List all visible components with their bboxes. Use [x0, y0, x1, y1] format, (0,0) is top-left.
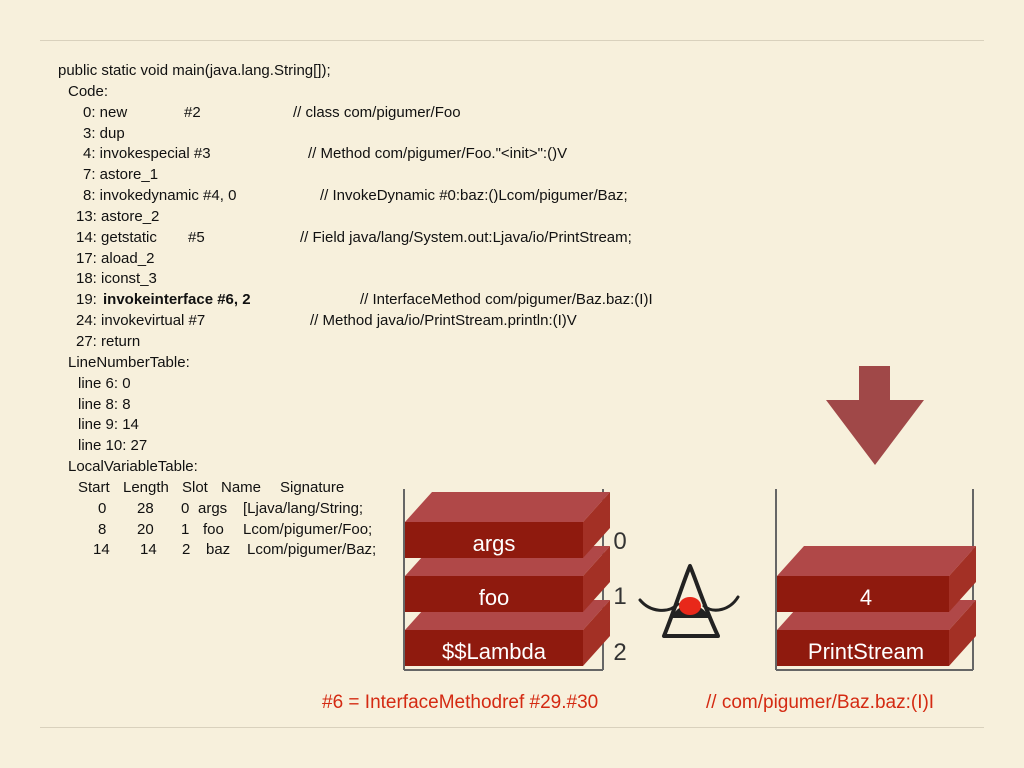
table-cell: 14	[140, 541, 157, 559]
slot-index: 2	[613, 639, 626, 666]
code-text: LocalVariableTable:	[68, 458, 198, 476]
code-comment: // InvokeDynamic #0:baz:()Lcom/pigumer/B…	[320, 187, 628, 205]
code-line: LineNumberTable:	[58, 353, 738, 374]
code-line: line 8: 8	[58, 395, 738, 416]
code-text: #5	[188, 228, 205, 246]
table-header: Name	[221, 478, 262, 496]
code-text: 17: aload_2	[76, 249, 155, 267]
code-line: 13: astore_2	[58, 207, 738, 228]
code-comment: // InterfaceMethod com/pigumer/Baz.baz:(…	[360, 291, 653, 309]
code-line: LocalVariableTable:	[58, 457, 738, 478]
table-row: 14 14 2 baz Lcom/pigumer/Baz;	[58, 540, 738, 561]
stack-block-int: 4	[777, 546, 976, 612]
code-line: 8: invokedynamic #4, 0 // InvokeDynamic …	[58, 186, 738, 207]
table-row: 8 20 1 foo Lcom/pigumer/Foo;	[58, 520, 738, 541]
table-header-row: Start Length Slot Name Signature	[58, 478, 738, 499]
code-line: 4: invokespecial #3 // Method com/pigume…	[58, 144, 738, 165]
code-text: #2	[184, 103, 201, 121]
code-comment: // class com/pigumer/Foo	[293, 103, 461, 121]
code-text: 19:	[76, 291, 97, 309]
method-signature-note: // com/pigumer/Baz.baz:(I)I	[706, 692, 935, 713]
table-cell: 28	[137, 499, 154, 517]
table-cell: Lcom/pigumer/Baz;	[247, 541, 377, 559]
table-cell: 20	[137, 520, 154, 538]
interface-methodref-note: #6 = InterfaceMethodref #29.#30	[322, 692, 599, 713]
code-line: 17: aload_2	[58, 249, 738, 270]
bytecode-listing: public static void main(java.lang.String…	[58, 61, 738, 561]
code-line: 3: dup	[58, 124, 738, 145]
code-line: 24: invokevirtual #7 // Method java/io/P…	[58, 311, 738, 332]
code-text: 13: astore_2	[76, 207, 160, 225]
code-text: 27: return	[76, 332, 141, 350]
code-text: 0: new	[83, 103, 128, 121]
code-text: line 9: 14	[78, 416, 139, 434]
code-text: line 6: 0	[78, 374, 131, 392]
code-line: 7: astore_1	[58, 165, 738, 186]
table-cell: [Ljava/lang/String;	[243, 499, 364, 517]
table-cell: 1	[181, 520, 190, 538]
code-text: line 10: 27	[78, 437, 148, 455]
table-cell: args	[198, 499, 228, 517]
table-row: 0 28 0 args [Ljava/lang/String;	[58, 499, 738, 520]
table-header: Length	[123, 478, 169, 496]
code-line: 19: invokeinterface #6, 2 // InterfaceMe…	[58, 290, 738, 311]
code-comment: // Method com/pigumer/Foo."<init>":()V	[308, 145, 568, 163]
code-comment: // Method java/io/PrintStream.println:(I…	[310, 312, 577, 330]
code-line: 14: getstatic #5 // Field java/lang/Syst…	[58, 228, 738, 249]
code-comment: // Field java/lang/System.out:Ljava/io/P…	[300, 228, 632, 246]
table-cell: 8	[98, 520, 107, 538]
code-line: 18: iconst_3	[58, 269, 738, 290]
duke-mascot-icon	[638, 564, 740, 638]
code-text: 18: iconst_3	[76, 270, 157, 288]
table-cell: foo	[203, 520, 224, 538]
highlighted-instruction: invokeinterface #6, 2	[103, 291, 251, 309]
block-label: foo	[479, 585, 510, 610]
table-cell: baz	[206, 541, 231, 559]
down-arrow-icon	[826, 366, 924, 465]
table-cell: Lcom/pigumer/Foo;	[243, 520, 373, 538]
table-header: Slot	[182, 478, 208, 496]
top-rule	[40, 40, 984, 41]
block-label: args	[473, 531, 516, 556]
code-line: line 10: 27	[58, 436, 738, 457]
table-cell: 0	[98, 499, 107, 517]
table-header: Signature	[280, 478, 345, 496]
table-header: Start	[78, 478, 110, 496]
slot-index: 0	[613, 528, 626, 555]
code-line: 27: return	[58, 332, 738, 353]
code-line: line 9: 14	[58, 415, 738, 436]
code-line: 0: new #2 // class com/pigumer/Foo	[58, 103, 738, 124]
code-text: 24: invokevirtual #7	[76, 312, 206, 330]
code-line: public static void main(java.lang.String…	[58, 61, 738, 82]
code-text: public static void main(java.lang.String…	[58, 62, 331, 79]
code-text: 3: dup	[83, 124, 125, 142]
code-text: 4: invokespecial #3	[83, 145, 211, 163]
local-block-args: args	[405, 492, 610, 558]
code-text: line 8: 8	[78, 395, 131, 413]
bottom-rule	[40, 727, 984, 728]
code-text: 14: getstatic	[76, 228, 157, 246]
code-text: Code:	[68, 82, 109, 100]
slot-index: 1	[613, 583, 626, 610]
block-label: $$Lambda	[442, 639, 547, 664]
table-cell: 14	[93, 541, 110, 559]
code-text: 7: astore_1	[83, 166, 159, 184]
code-line: Code:	[58, 82, 738, 103]
block-label: PrintStream	[808, 639, 924, 664]
block-label: 4	[860, 585, 872, 610]
table-cell: 2	[182, 541, 191, 559]
code-text: 8: invokedynamic #4, 0	[83, 187, 237, 205]
code-text: LineNumberTable:	[68, 353, 190, 371]
code-line: line 6: 0	[58, 374, 738, 395]
table-cell: 0	[181, 499, 190, 517]
